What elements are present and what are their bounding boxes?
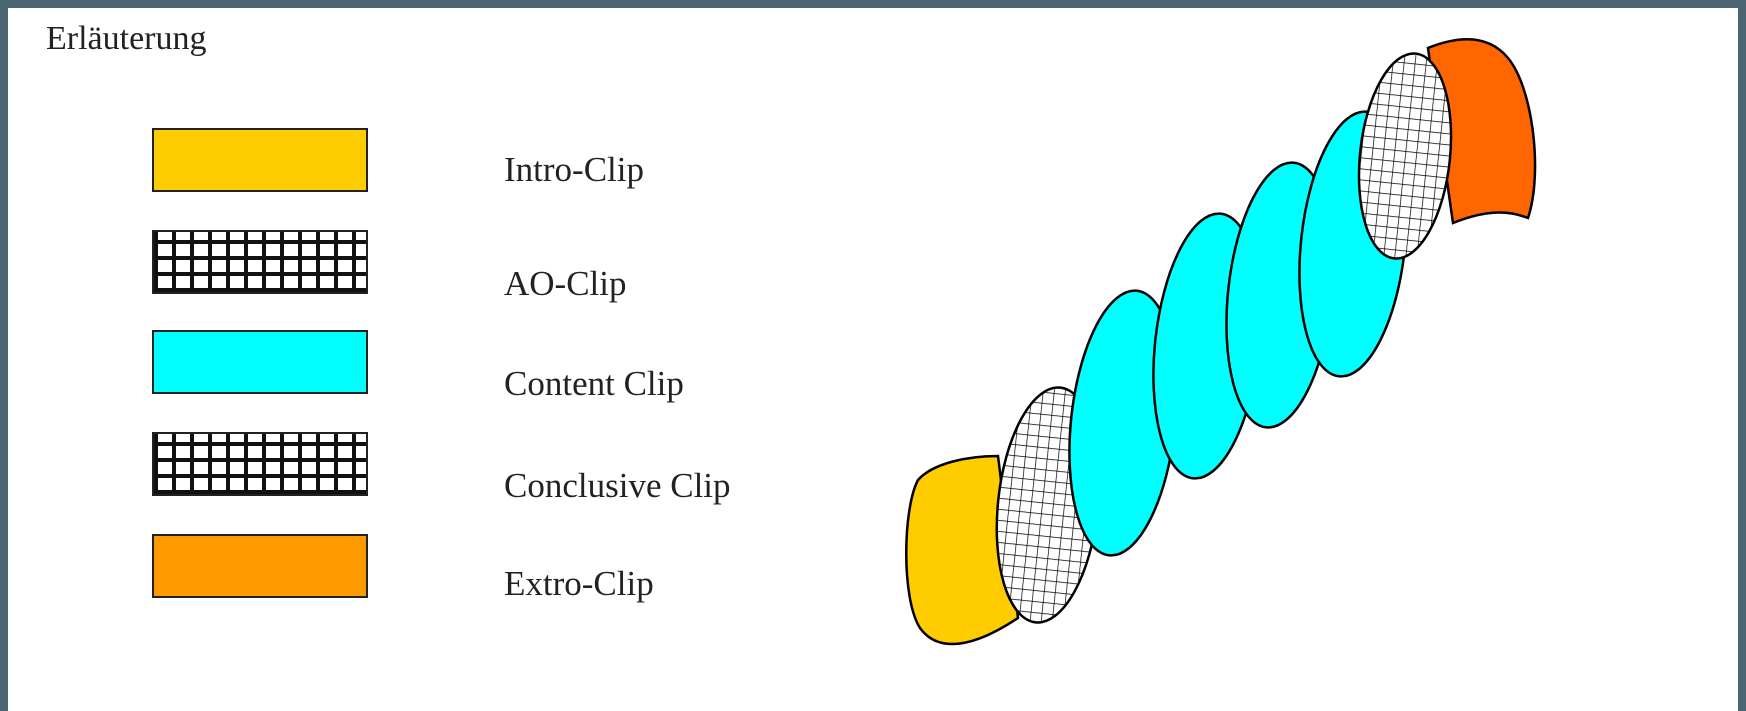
disc-extro <box>1426 38 1537 225</box>
legend-label-ao: AO-Clip <box>504 264 627 303</box>
legend-label-intro: Intro-Clip <box>504 150 644 189</box>
legend-title: Erläuterung <box>46 20 207 57</box>
legend-label-content: Content Clip <box>504 364 684 403</box>
legend-label-conclusive: Conclusive Clip <box>504 466 731 505</box>
figure-frame: Erläuterung Intro-Clip AO-Clip Content C… <box>8 8 1738 711</box>
clip-sequence-diagram <box>905 38 1537 646</box>
legend-label-extro: Extro-Clip <box>504 564 654 603</box>
disc-conclusive <box>1357 52 1453 260</box>
disc-intro <box>905 454 1020 646</box>
legend-swatch-intro <box>152 128 368 192</box>
legend-swatch-ao <box>152 230 368 294</box>
legend-swatch-conclusive <box>152 432 368 496</box>
legend-swatch-extro <box>152 534 368 598</box>
legend-swatch-content <box>152 330 368 394</box>
